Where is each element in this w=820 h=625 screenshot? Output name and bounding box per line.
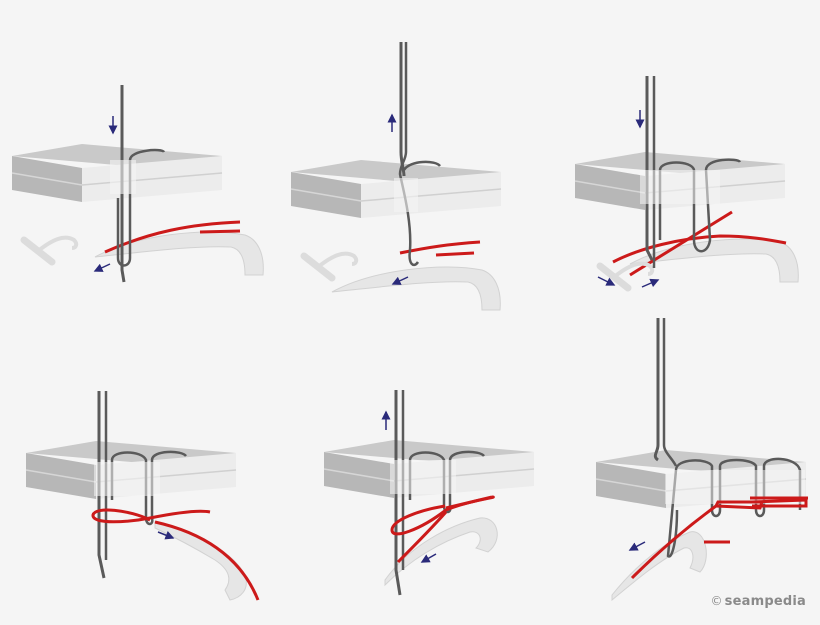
- looper: [94, 231, 264, 276]
- arrow-left-icon: [628, 541, 646, 551]
- arrow-left-icon: [93, 263, 111, 272]
- panel-step-3: [574, 76, 799, 288]
- spreader-icon: [304, 254, 356, 278]
- arrow-right-icon: [641, 278, 660, 288]
- panel-step-6: [595, 318, 808, 602]
- arrow-right-icon: [157, 531, 175, 540]
- panel-step-5: [323, 390, 535, 596]
- panel-step-4: [25, 391, 260, 601]
- panel-step-2: [290, 42, 502, 311]
- arrow-left-icon: [420, 553, 437, 563]
- seampedia-credit: ©seampedia: [710, 594, 806, 609]
- credit-text: seampedia: [724, 594, 806, 609]
- spreader-icon: [24, 238, 76, 262]
- copyright-icon: ©: [710, 594, 723, 608]
- looper: [331, 266, 501, 311]
- arrow-right-icon: [597, 276, 616, 286]
- arrow-left-icon: [391, 276, 409, 285]
- panel-step-1: [11, 85, 264, 283]
